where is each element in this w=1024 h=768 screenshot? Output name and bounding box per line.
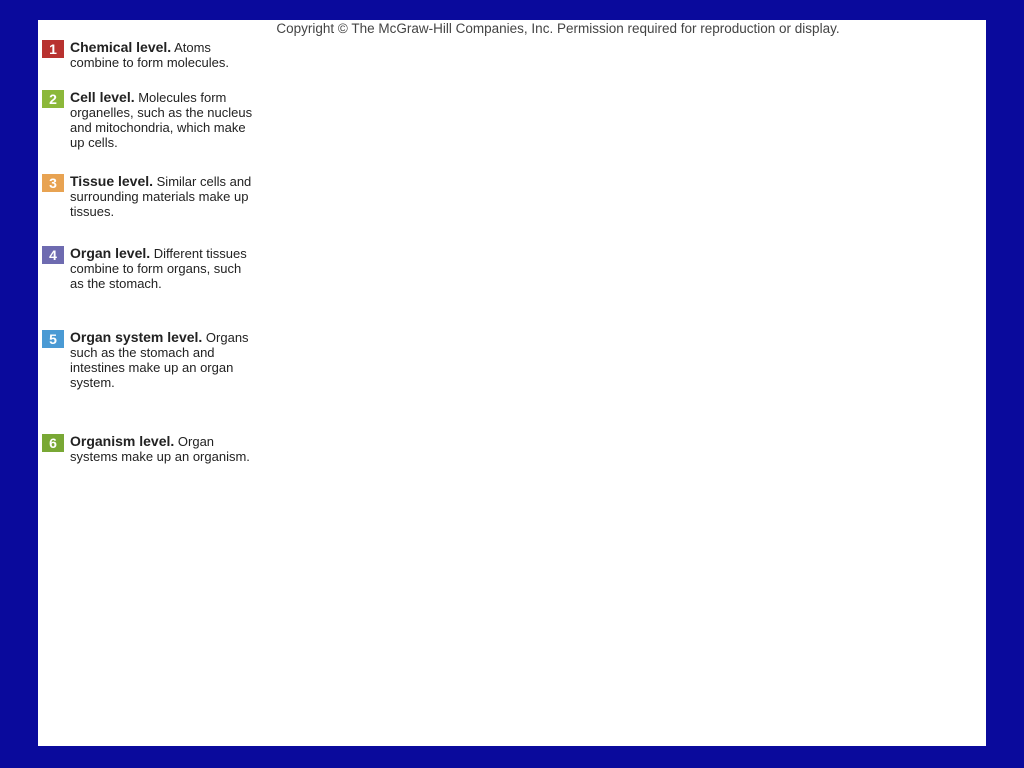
legend-title-tissue: Tissue level. — [70, 173, 154, 189]
legend-title-organ: Organ level. — [70, 245, 151, 261]
legend-title-chemical: Chemical level. — [70, 39, 172, 55]
legend-badge-6: 6 — [42, 434, 64, 452]
legend-item-chemical: 1 Chemical level. Atoms combine to form … — [42, 40, 257, 70]
legend-title-organ-system: Organ system level. — [70, 329, 203, 345]
legend-item-organism: 6 Organism level. Organ systems make up … — [42, 434, 257, 464]
legend-text-organism: Organ systems make up an organism. — [70, 434, 250, 464]
legend-text-organ-system: Organs such as the stomach and intestine… — [70, 330, 249, 390]
legend-title-cell: Cell level. — [70, 89, 135, 105]
legend-badge-5: 5 — [42, 330, 64, 348]
legend-badge-4: 4 — [42, 246, 64, 264]
legend-text-tissue: Similar cells and surrounding materials … — [70, 174, 252, 219]
legend-badge-2: 2 — [42, 90, 64, 108]
legend-item-organ: 4 Organ level. Different tissues combine… — [42, 246, 257, 291]
slide-panel: Copyright © The McGraw-Hill Companies, I… — [38, 20, 986, 746]
legend-badge-3: 3 — [42, 174, 64, 192]
legend-item-organ-system: 5 Organ system level. Organs such as the… — [42, 330, 257, 390]
legend-text-cell: Molecules form organelles, such as the n… — [70, 90, 253, 150]
legend-text-organ: Different tissues combine to form organs… — [70, 246, 247, 291]
legend-badge-1: 1 — [42, 40, 64, 58]
legend-title-organism: Organism level. — [70, 433, 175, 449]
legend-text-chemical: Atoms combine to form molecules. — [70, 40, 229, 70]
copyright-notice: Copyright © The McGraw-Hill Companies, I… — [276, 21, 840, 36]
legend-item-tissue: 3 Tissue level. Similar cells and surrou… — [42, 174, 257, 219]
legend-item-cell: 2 Cell level. Molecules form organelles,… — [42, 90, 257, 150]
